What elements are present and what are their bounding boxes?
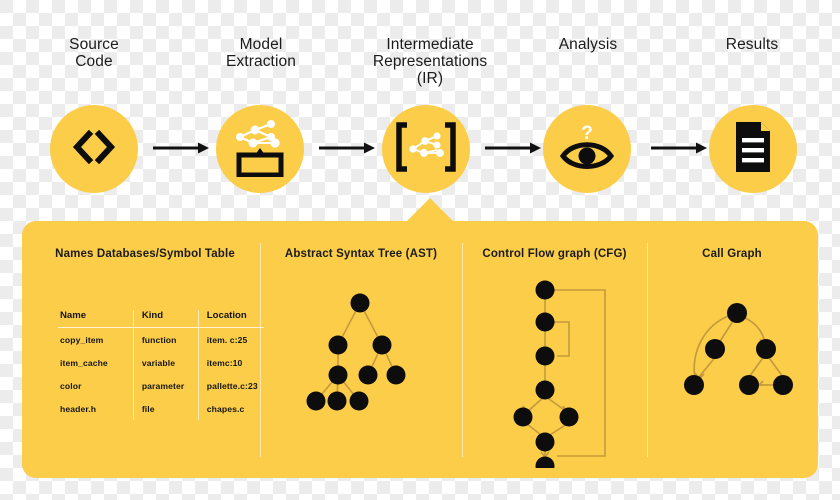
- pipeline-node-source-code[interactable]: [50, 105, 138, 193]
- cfg-graph: [505, 278, 625, 468]
- pipeline-label-intermediate-representations: Intermediate Representations (IR): [352, 36, 508, 87]
- svg-text:?: ?: [581, 123, 593, 144]
- ir-details-panel: Names Databases/Symbol Table Abstract Sy…: [22, 221, 818, 478]
- cell-location: item. c:25: [197, 327, 264, 351]
- pipeline-node-model-extraction[interactable]: [216, 105, 304, 193]
- label-line: Intermediate: [386, 36, 474, 53]
- pipeline-label-results: Results: [692, 36, 812, 53]
- table-header-row: Name Kind Location: [58, 310, 264, 328]
- panel-title-cfg: Control Flow graph (CFG): [482, 248, 627, 260]
- arrow-right-icon-4: [651, 142, 707, 154]
- label-line: Code: [75, 53, 113, 70]
- cell-location: itemc:10: [197, 351, 264, 374]
- pipeline-label-source-code: Source Code: [34, 36, 154, 70]
- ast-graph: [290, 283, 430, 418]
- cell-name: copy_item: [60, 334, 104, 345]
- arrow-right-icon-3: [485, 142, 541, 154]
- panel-divider-2: [462, 243, 463, 457]
- pipeline-label-analysis: Analysis: [528, 36, 648, 53]
- cell-kind: parameter: [132, 374, 199, 397]
- cell-kind: variable: [132, 351, 199, 374]
- arrow-right-icon-1: [153, 142, 209, 154]
- label-line: Analysis: [558, 36, 618, 53]
- label-line: Model: [239, 36, 283, 53]
- ir-panel-pointer: [404, 198, 456, 224]
- panel-title-call-graph: Call Graph: [702, 248, 762, 260]
- label-line: Source: [69, 36, 119, 53]
- panel-title-ast: Abstract Syntax Tree (AST): [284, 248, 438, 260]
- ir-brackets-graph-icon: [395, 119, 457, 180]
- table-header-name: Name: [58, 310, 134, 328]
- code-brackets-icon: [71, 129, 117, 169]
- panel-title-symbol-table: Names Databases/Symbol Table: [55, 248, 235, 260]
- cell-name: item_cache: [60, 357, 108, 368]
- pipeline-node-intermediate-representations[interactable]: [382, 105, 470, 193]
- pipeline-labels: Source Code Model Extraction Intermediat…: [0, 30, 840, 90]
- cell-kind: function: [132, 327, 199, 351]
- pipeline-node-analysis[interactable]: ?: [543, 105, 631, 193]
- pipeline-label-model-extraction: Model Extraction: [198, 36, 324, 70]
- table-row: item_cache variable itemc:10: [58, 351, 264, 374]
- cell-kind: file: [132, 397, 199, 420]
- call-graph: [675, 303, 805, 413]
- panel-divider-3: [647, 243, 648, 457]
- cell-location: chapes.c: [197, 397, 264, 420]
- label-line: Results: [725, 36, 779, 53]
- table-header-kind: Kind: [132, 310, 199, 328]
- model-extraction-icon: [231, 117, 289, 182]
- pipeline-node-results[interactable]: [709, 105, 797, 193]
- eye-question-icon: ?: [557, 119, 617, 180]
- table-row: copy_item function item. c:25: [58, 327, 264, 351]
- label-line: Representations: [372, 53, 488, 70]
- table-row: header.h file chapes.c: [58, 397, 264, 420]
- label-line: Extraction: [226, 53, 296, 70]
- arrow-right-icon-2: [319, 142, 375, 154]
- cell-name: color: [60, 380, 82, 391]
- symbol-table: Name Kind Location copy_item function it…: [58, 310, 264, 420]
- document-icon: [730, 119, 776, 180]
- label-line: (IR): [416, 70, 444, 87]
- table-header-location: Location: [197, 310, 264, 328]
- cell-location: pallette.c:23: [197, 374, 264, 397]
- table-row: color parameter pallette.c:23: [58, 374, 264, 397]
- cell-name: header.h: [60, 403, 97, 414]
